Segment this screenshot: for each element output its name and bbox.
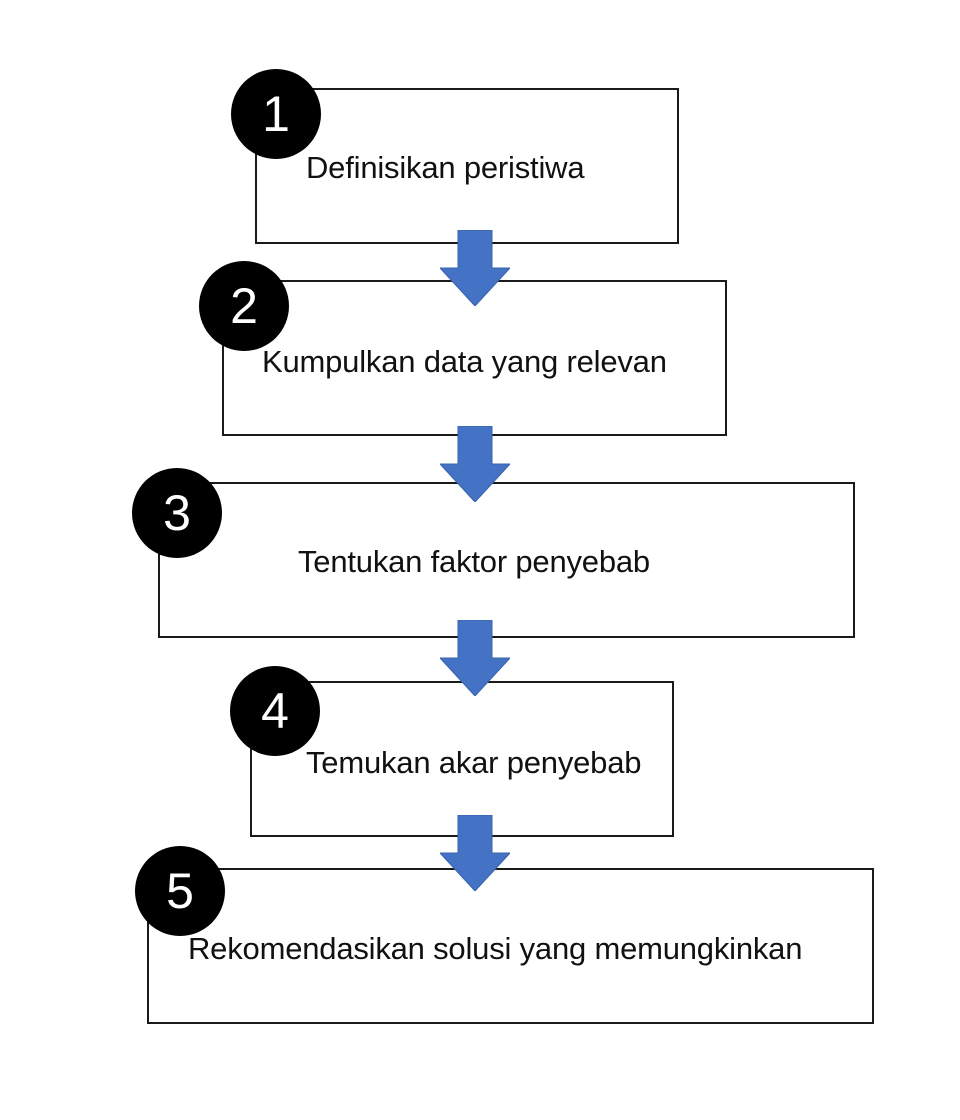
step-3-box <box>158 482 855 638</box>
step-1-box <box>255 88 679 244</box>
step-1-number-badge: 1 <box>231 69 321 159</box>
step-5-number-badge: 5 <box>135 846 225 936</box>
down-arrow-icon <box>440 815 510 891</box>
step-3-number-badge: 3 <box>132 468 222 558</box>
step-1-label: Definisikan peristiwa <box>306 150 585 185</box>
down-arrow-icon <box>440 620 510 696</box>
step-3-label: Tentukan faktor penyebab <box>298 544 650 579</box>
step-2-label: Kumpulkan data yang relevan <box>262 344 667 379</box>
step-4-box <box>250 681 674 837</box>
step-5-label: Rekomendasikan solusi yang memungkinkan <box>188 931 803 966</box>
step-2-number-badge: 2 <box>199 261 289 351</box>
step-4-number-badge: 4 <box>230 666 320 756</box>
down-arrow-icon <box>440 426 510 502</box>
step-2-box <box>222 280 727 436</box>
down-arrow-icon <box>440 230 510 306</box>
step-5-box <box>147 868 874 1024</box>
step-4-label: Temukan akar penyebab <box>306 745 642 780</box>
